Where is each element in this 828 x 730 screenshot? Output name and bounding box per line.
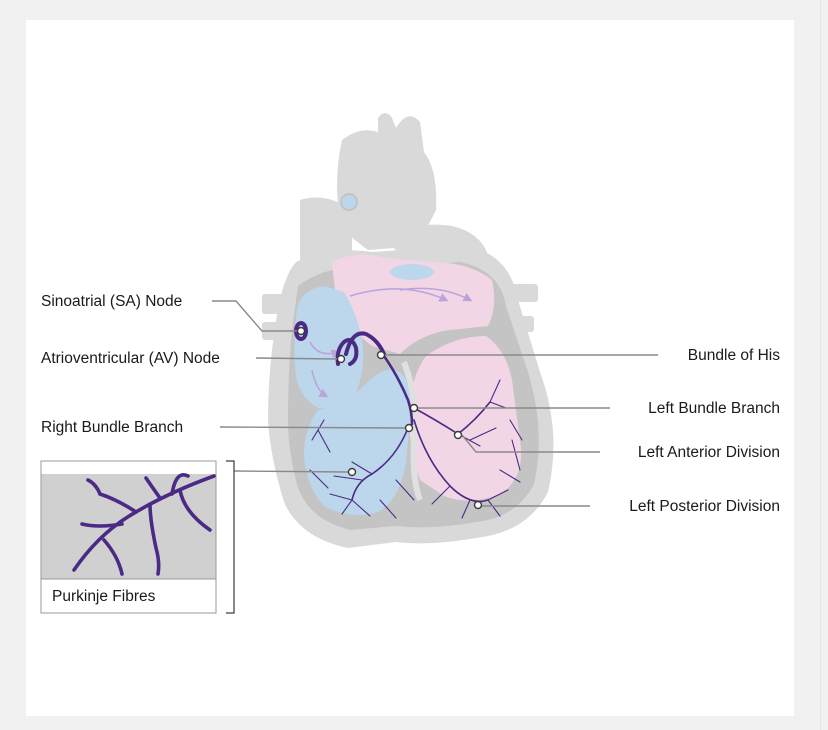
septum	[401, 360, 423, 502]
label-left-posterior: Left Posterior Division	[629, 498, 780, 515]
flow-arrow-1	[349, 288, 449, 302]
label-purkinje: Purkinje Fibres	[52, 588, 156, 605]
inset-fibre-e	[170, 473, 190, 496]
inset-fibre-a	[98, 492, 138, 514]
flow-arrows	[309, 287, 473, 398]
leader-purkinje	[233, 470, 349, 473]
label-sa-node: Sinoatrial (SA) Node	[41, 293, 182, 310]
vessel-opening-top	[340, 193, 358, 211]
dot-right-bundle	[404, 423, 414, 433]
label-left-bundle: Left Bundle Branch	[648, 400, 780, 417]
inset-bracket	[226, 460, 235, 614]
inset-fibre-d	[148, 502, 161, 576]
label-av-node: Atrioventricular (AV) Node	[41, 350, 220, 367]
conduction-system	[294, 321, 523, 519]
inset-fibre-b	[80, 522, 124, 528]
label-left-anterior: Left Anterior Division	[638, 444, 780, 461]
dot-left-bundle	[409, 403, 419, 413]
left-atrium	[332, 254, 495, 354]
leader-av	[255, 357, 338, 360]
labels: Sinoatrial (SA) Node Atrioventricular (A…	[41, 293, 780, 605]
bundle-trunk	[382, 354, 414, 426]
dot-his	[376, 350, 386, 360]
inset-tissue	[41, 474, 216, 579]
scroll-edge	[820, 0, 828, 730]
dot-purkinje	[347, 467, 357, 477]
dot-sa	[296, 326, 306, 336]
vessel-opening-pulmonary	[390, 264, 434, 280]
right-atrium	[294, 286, 364, 409]
heart	[262, 113, 554, 548]
leader-lines	[212, 300, 658, 507]
label-right-bundle: Right Bundle Branch	[41, 419, 183, 436]
inset-fibre-h	[86, 478, 102, 496]
dot-left-posterior	[473, 500, 483, 510]
flow-arrow-4	[311, 369, 329, 398]
inset-fibre-g	[144, 476, 162, 500]
inset-fibres	[72, 473, 216, 576]
purkinje-inset	[40, 460, 235, 614]
leader-sa	[212, 300, 297, 332]
right-ventricle	[304, 369, 412, 515]
inset-fibre-f	[178, 488, 212, 532]
label-bundle-his: Bundle of His	[688, 347, 780, 364]
aorta	[337, 113, 437, 250]
leader-left-anterior	[461, 434, 600, 453]
purkinje-branches	[309, 379, 523, 519]
flow-arrow-3	[309, 341, 341, 359]
dot-av	[336, 354, 346, 364]
dot-left-anterior	[453, 430, 463, 440]
left-ventricle	[409, 336, 522, 501]
flow-arrow-2	[399, 287, 473, 302]
leader-right-bundle	[219, 426, 406, 429]
bundle-of-his-path	[344, 331, 386, 356]
inset-fibre-c	[102, 538, 124, 576]
